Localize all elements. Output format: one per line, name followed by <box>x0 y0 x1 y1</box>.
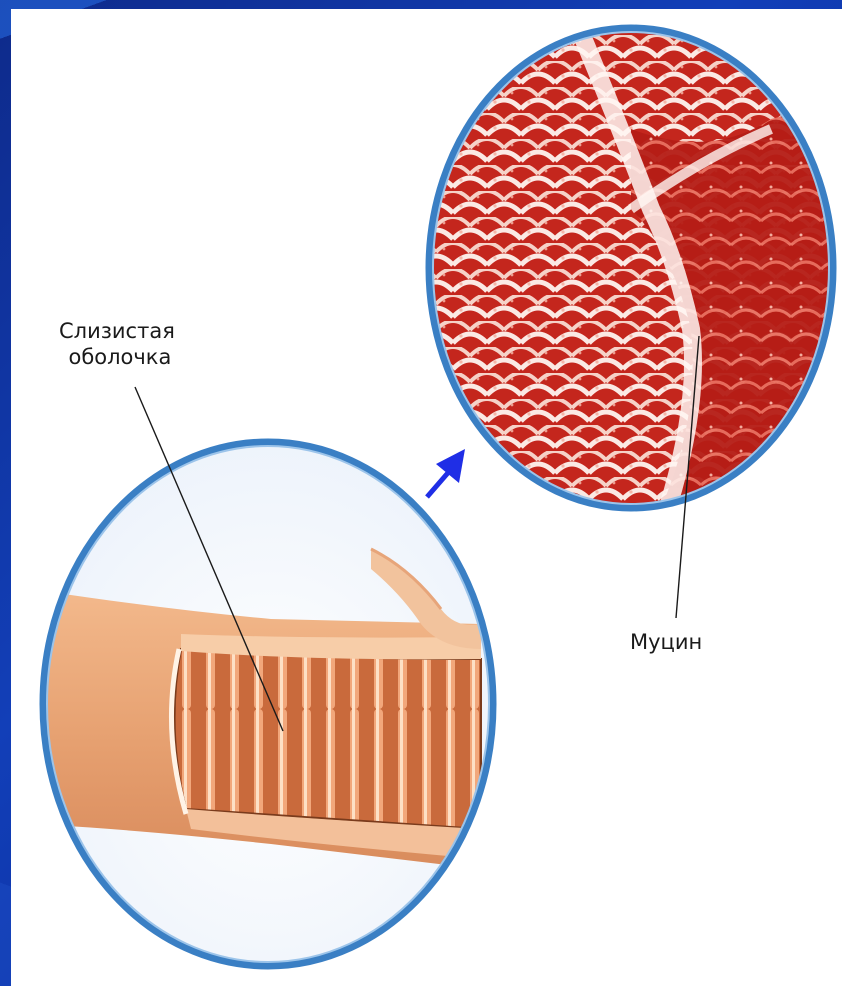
diagram-illustration <box>11 9 842 986</box>
magnified-mucin-view <box>411 9 842 529</box>
zoom-arrow <box>427 449 465 497</box>
mucin-label: Муцин <box>630 629 702 655</box>
airway-cutaway-view <box>31 429 511 986</box>
mucosa-label: Слизистая оболочка <box>59 318 175 370</box>
mucosa-label-line2: оболочка <box>59 344 175 370</box>
mucosa-label-line1: Слизистая <box>59 318 175 344</box>
diagram-panel: Слизистая оболочка Муцин <box>11 9 842 986</box>
mucosa-rings <box>175 649 481 829</box>
